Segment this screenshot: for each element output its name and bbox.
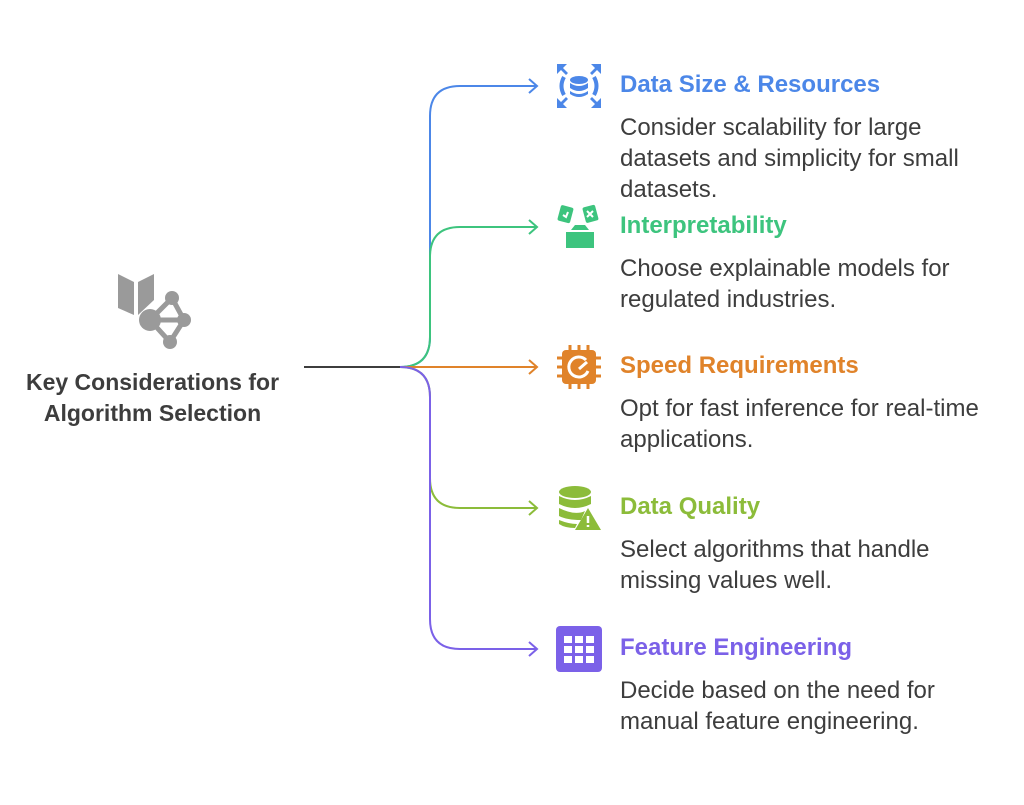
ballot-box-icon	[557, 204, 599, 248]
book-network-icon	[118, 274, 191, 349]
root-title: Key Considerations for Algorithm Selecti…	[25, 369, 280, 426]
item-description: Select algorithms that handle missing va…	[620, 536, 930, 594]
item-title: Data Quality	[620, 493, 761, 520]
item-description: Opt for fast inference for real-time app…	[620, 395, 979, 453]
database-expand-icon	[557, 64, 601, 108]
branch-speed	[400, 359, 539, 375]
grid-icon	[556, 626, 602, 672]
branch-data-size	[399, 78, 539, 368]
item-title: Speed Requirements	[620, 352, 859, 379]
branch-interpretability	[399, 219, 539, 368]
database-warning-icon	[559, 486, 601, 530]
item-description: Consider scalability for large datasets …	[620, 114, 959, 203]
item-title: Interpretability	[620, 212, 787, 239]
item-title: Data Size & Resources	[620, 71, 881, 98]
branch-feature-engineering	[399, 366, 539, 657]
item-description: Decide based on the need for manual feat…	[620, 677, 935, 735]
item-title: Feature Engineering	[620, 634, 853, 661]
speed-chip-icon	[557, 345, 601, 389]
item-description: Choose explainable models for regulated …	[620, 255, 950, 313]
branch-data-quality	[399, 366, 539, 516]
